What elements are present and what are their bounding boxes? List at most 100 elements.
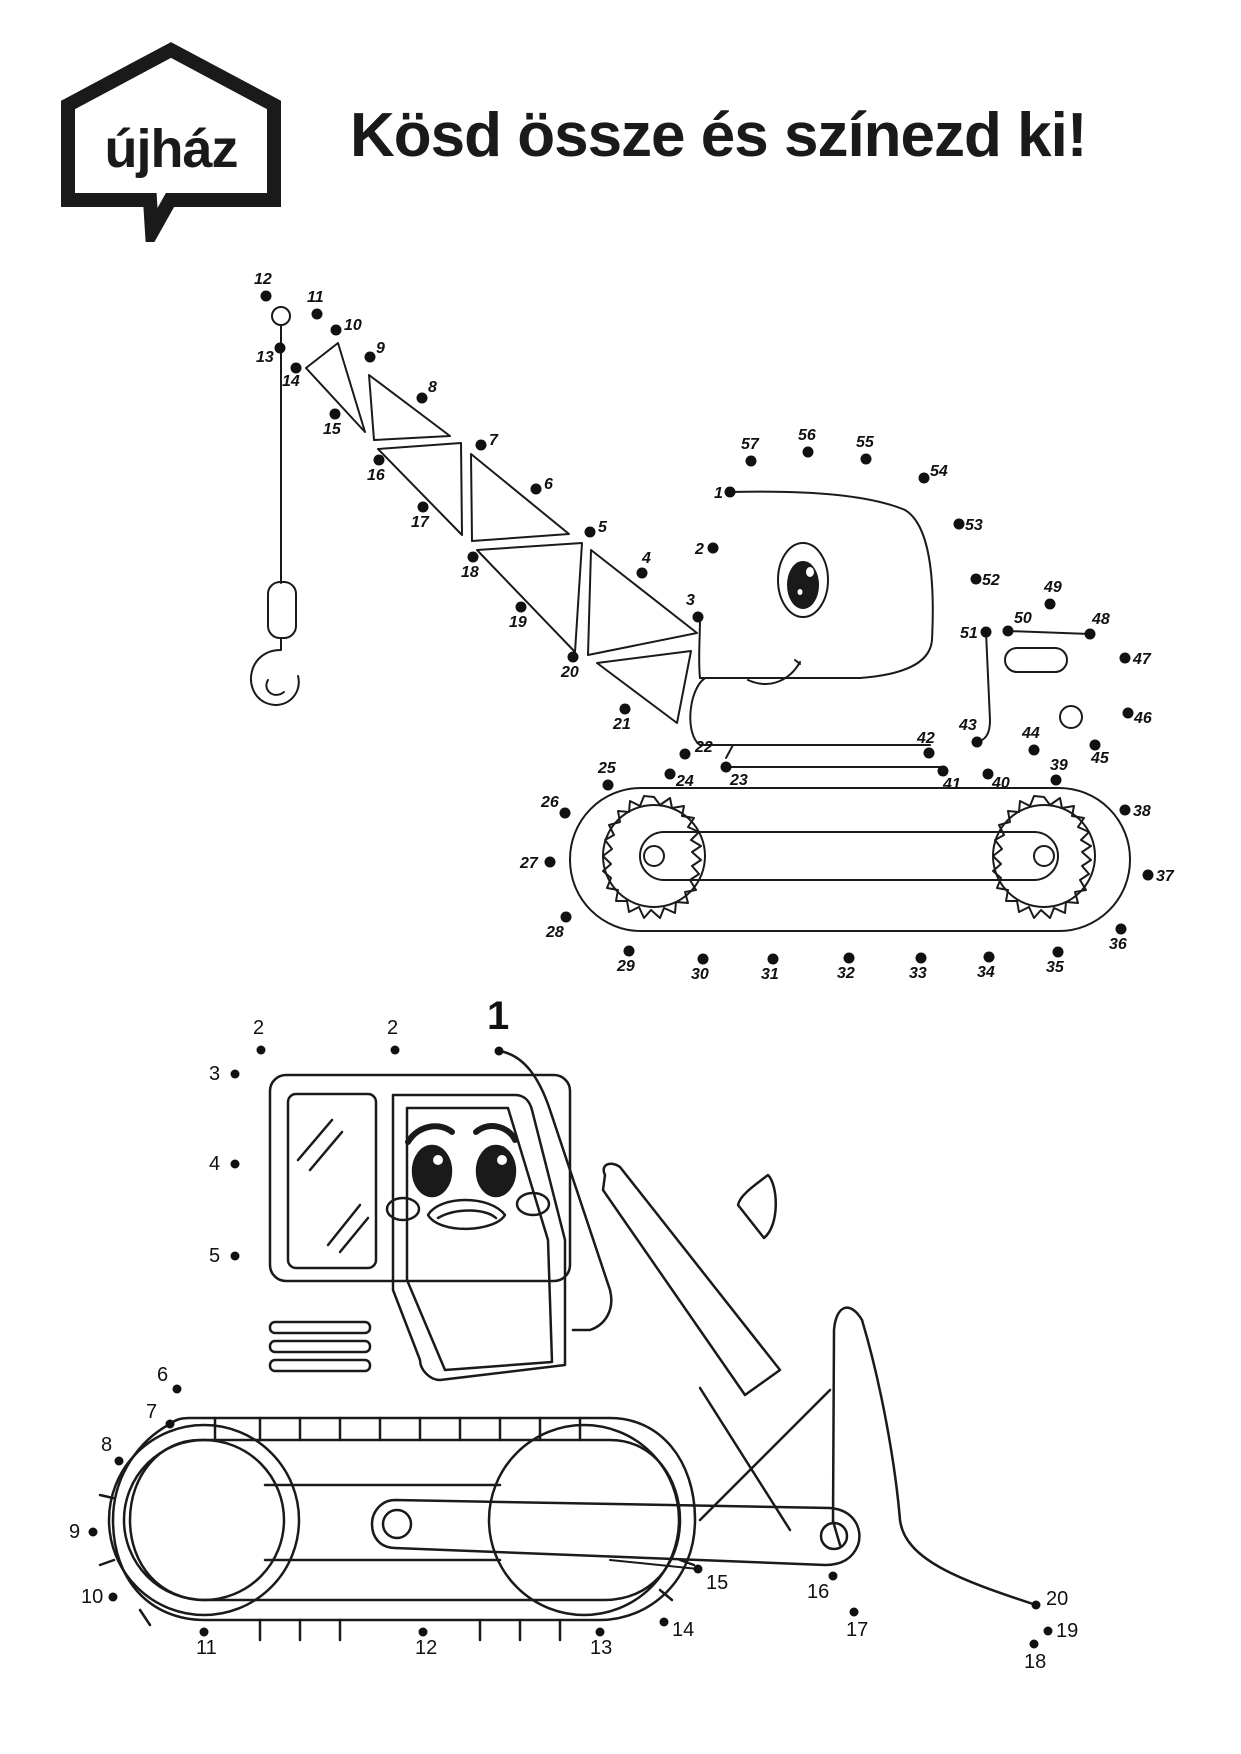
crane-dot-label: 46 — [1133, 710, 1152, 727]
crane-dot-label: 33 — [909, 965, 927, 982]
crane-dot-56 — [802, 446, 814, 458]
bulldozer-dot-9 — [88, 1527, 98, 1537]
crane-dot-30 — [697, 953, 709, 965]
crane-dot-label: 42 — [916, 730, 935, 747]
crane-dot-label: 50 — [1014, 610, 1032, 627]
crane-dot-label: 21 — [612, 716, 631, 733]
crane-dot-label: 6 — [544, 476, 553, 493]
crane-dot-label: 25 — [597, 760, 617, 777]
crane-dot-28 — [560, 911, 572, 923]
crane-dot-label: 31 — [761, 966, 779, 983]
crane-dot-label: 48 — [1091, 611, 1110, 628]
crane-dot-8 — [416, 392, 428, 404]
crane-dot-3 — [692, 611, 704, 623]
bulldozer-dot-20 — [1031, 1600, 1041, 1610]
page-title: Kösd össze és színezd ki! — [350, 101, 1087, 170]
crane-dot-label: 28 — [545, 924, 564, 941]
crane-dot-label: 37 — [1156, 868, 1175, 885]
crane-dot-label: 4 — [641, 550, 651, 567]
bulldozer-dot-label: 2 — [253, 1017, 264, 1039]
crane-dot-33 — [915, 952, 927, 964]
crane-dot-label: 16 — [367, 467, 385, 484]
crane-dot-17 — [417, 501, 429, 513]
ujhaz-logo-icon — [61, 42, 281, 242]
crane-dot-label: 2 — [694, 541, 704, 558]
crane-dot-9 — [364, 351, 376, 363]
bulldozer-dot-label: 6 — [157, 1364, 168, 1386]
crane-dot-31 — [767, 953, 779, 965]
crane-dot-label: 45 — [1090, 750, 1110, 767]
crane-dot-11 — [311, 308, 323, 320]
crane-dot-label: 9 — [376, 340, 385, 357]
crane-dot-57 — [745, 455, 757, 467]
crane-dot-label: 24 — [675, 773, 694, 790]
bulldozer-dot-6 — [172, 1384, 182, 1394]
crane-dot-21 — [619, 703, 631, 715]
bulldozer-dot-label: 16 — [807, 1581, 829, 1603]
crane-dot-29 — [623, 945, 635, 957]
crane-dot-label: 3 — [686, 592, 695, 609]
crane-dot-50 — [1002, 625, 1014, 637]
bulldozer-dot-label: 20 — [1046, 1588, 1068, 1610]
crane-dot-label: 41 — [942, 776, 961, 793]
crane-dot-39 — [1050, 774, 1062, 786]
crane-dot-label: 8 — [428, 379, 437, 396]
bulldozer-dot-label: 7 — [146, 1401, 157, 1423]
crane-dot-label: 14 — [282, 373, 300, 390]
crane-dot-47 — [1119, 652, 1131, 664]
crane-dot-layer: 1234567891011121314151617181920212223242… — [254, 271, 1175, 983]
bulldozer-dot-label: 5 — [209, 1245, 220, 1267]
crane-dot-23 — [720, 761, 732, 773]
crane-dot-label: 29 — [616, 958, 635, 975]
bulldozer-dot-label: 12 — [415, 1637, 437, 1659]
crane-dot-43 — [971, 736, 983, 748]
crane-dot-55 — [860, 453, 872, 465]
crane-dot-label: 34 — [977, 964, 995, 981]
bulldozer-dot-label: 2 — [387, 1017, 398, 1039]
bulldozer-dot-label: 18 — [1024, 1651, 1046, 1673]
crane-dot-16 — [373, 454, 385, 466]
crane-dot-label: 49 — [1043, 579, 1062, 596]
crane-dot-26 — [559, 807, 571, 819]
crane-dot-51 — [980, 626, 992, 638]
crane-dot-52 — [970, 573, 982, 585]
crane-dot-label: 23 — [729, 772, 748, 789]
bulldozer-dot-label: 1 — [487, 994, 509, 1038]
crane-dot-label: 55 — [856, 434, 875, 451]
crane-dot-44 — [1028, 744, 1040, 756]
crane-dot-label: 35 — [1046, 959, 1065, 976]
bulldozer-dot-label: 11 — [196, 1637, 217, 1659]
crane-dot-35 — [1052, 946, 1064, 958]
crane-dot-label: 15 — [323, 421, 342, 438]
crane-dot-label: 11 — [307, 289, 324, 306]
bulldozer-dot-7 — [165, 1419, 175, 1429]
crane-dot-12 — [260, 290, 272, 302]
crane-dot-36 — [1115, 923, 1127, 935]
crane-dot-53 — [953, 518, 965, 530]
crane-dot-38 — [1119, 804, 1131, 816]
crane-dot-19 — [515, 601, 527, 613]
crane-dot-label: 18 — [461, 564, 479, 581]
bulldozer-dot-14 — [659, 1617, 669, 1627]
bulldozer-dot-18 — [1029, 1639, 1039, 1649]
bulldozer-dot-19 — [1043, 1626, 1053, 1636]
crane-dot-27 — [544, 856, 556, 868]
bulldozer-dot-label: 14 — [672, 1619, 694, 1641]
crane-dot-label: 39 — [1050, 757, 1068, 774]
crane-dot-label: 1 — [714, 485, 723, 502]
crane-dot-label: 53 — [965, 517, 983, 534]
crane-dot-label: 44 — [1021, 725, 1040, 742]
bulldozer-dot-label: 17 — [846, 1619, 868, 1641]
bulldozer-dot-label: 13 — [590, 1637, 612, 1659]
bulldozer-dot-16 — [828, 1571, 838, 1581]
bulldozer-dot-8 — [114, 1456, 124, 1466]
bulldozer-dot-3 — [230, 1069, 240, 1079]
bulldozer-dot-label: 3 — [209, 1063, 220, 1085]
crane-dot-37 — [1142, 869, 1154, 881]
crane-dot-13 — [274, 342, 286, 354]
crane-dot-5 — [584, 526, 596, 538]
crane-dot-label: 5 — [598, 519, 608, 536]
crane-dot-label: 30 — [691, 966, 709, 983]
bulldozer-dot-2 — [256, 1045, 266, 1055]
